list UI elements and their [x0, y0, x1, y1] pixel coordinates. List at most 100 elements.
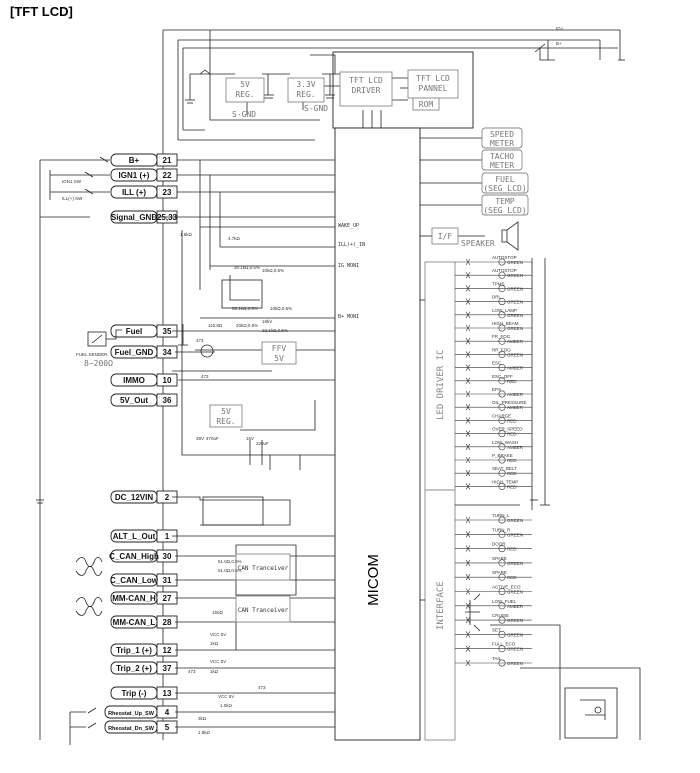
c-473-d: 473 [258, 685, 266, 690]
r-1k6: 1.6kΩ [180, 232, 193, 237]
speaker-label: SPEAKER [461, 239, 495, 248]
led-icon [498, 645, 506, 653]
fuel-gauge-line2: (SEG_LCD) [483, 184, 526, 193]
led-icon [498, 602, 506, 610]
pin-number: 28 [163, 618, 172, 627]
tacho-meter-line1: TACHO [490, 152, 514, 161]
pin-13: Trip (-)13 [110, 686, 178, 700]
regulator-5v: 5V REG. S-GND [225, 77, 265, 119]
led-icon [498, 430, 506, 438]
r-22k1: 22.1kΩ,0.5% [262, 328, 288, 333]
pin-label: ALT_L_Out [113, 532, 156, 541]
pin-label: Trip_2 (+) [116, 664, 152, 673]
led-icon [498, 516, 506, 524]
sgnd-label-1: S-GND [232, 110, 256, 119]
temp-gauge-line2: (SEG_LCD) [483, 206, 526, 215]
pin-label: IMMO [123, 376, 145, 385]
speaker-icon [501, 221, 519, 251]
led-icon [498, 659, 506, 667]
pin-number: 10 [163, 376, 172, 385]
led-icon [498, 545, 506, 553]
led-driver-label: LED DRIVER IC [436, 350, 446, 420]
led-icon [498, 377, 506, 385]
indicator-label: ESC [492, 361, 502, 366]
indicator-label: TURN_L [492, 513, 510, 518]
led-icon [498, 258, 506, 266]
can-transceiver-1: CAN Tranceiver [238, 565, 289, 572]
speed-meter-line1: SPEED [490, 130, 514, 139]
reg5v-b-line2: REG. [216, 417, 235, 426]
led-color: RED [507, 418, 517, 423]
regulator-3v3: 3.3V REG. S-GND [287, 77, 328, 113]
indicator-label: DRL [492, 295, 501, 300]
pin-label: Fuel_GND [115, 348, 154, 357]
reg-5v-line2: REG. [235, 90, 254, 99]
r-30k1: 30.1kΩ,0.5% [234, 265, 260, 270]
pin-label: Signal_GND [111, 213, 157, 222]
pin-10: IMMO 10 [110, 373, 178, 387]
if-label: I/F [438, 232, 453, 241]
vcc-5v-a: VCC 5V [210, 632, 226, 637]
led-color: GREEN [507, 326, 523, 331]
interface-label: INTERFACE [436, 581, 446, 630]
tft-panel-line2: PANNEL [419, 84, 448, 93]
indicator-label: RR_FOG [492, 347, 511, 352]
pin-number: 13 [163, 689, 172, 698]
pin-label: Trip_1 (+) [116, 646, 152, 655]
led-color: AMBER [507, 366, 524, 371]
led-color: GREEN [507, 260, 523, 265]
rail-labels: IG+ B+ [556, 26, 564, 46]
fuel-gauge-line1: FUEL [495, 175, 514, 184]
pin-number: 37 [163, 664, 172, 673]
led-icon [498, 559, 506, 567]
r-51-a: 51.0Ω,0.5% [218, 559, 242, 564]
led-icon [498, 364, 506, 372]
led-icon [498, 390, 506, 398]
led-color: GREEN [507, 300, 523, 305]
pin-number: 1 [165, 532, 170, 541]
led-color: GREEN [507, 561, 523, 566]
indicator-label: AUTOSTOP [492, 268, 517, 273]
ffv-line1: FFV [272, 344, 287, 353]
indicator-label: ESC_OFF [492, 374, 513, 379]
pin-label: IGN1 (+) [119, 171, 150, 180]
pin-label: Rheostat_Dn_SW [108, 726, 155, 732]
fuel-sender-label: FUEL SENDER [76, 352, 108, 357]
pin-number: 27 [163, 594, 172, 603]
led-color: AMBER [507, 339, 524, 344]
indicator-label: HIGH_TEMP [492, 479, 518, 484]
pin-number: 4 [165, 708, 170, 717]
tacho-meter-line2: METER [490, 161, 514, 170]
r-1k8: 1.8kΩ [198, 730, 211, 735]
led-icon [498, 616, 506, 624]
pin-number-box [156, 393, 178, 407]
r-1k-a: 1kΩ [210, 641, 219, 646]
rail-ig-label: IG+ [556, 26, 564, 31]
r-18kv: 18kV [262, 319, 272, 324]
indicator-label: DOOR [492, 542, 506, 547]
pin-37: Trip_2 (+) 37 [110, 661, 178, 675]
led-color: AMBER [507, 445, 524, 450]
component-boxes: FFV 5V 5V REG. CAN Tranceiver CAN Trance… [200, 279, 297, 623]
led-color: RED [507, 379, 517, 384]
indicator-label: ACTIVE_ECO [492, 585, 521, 590]
led-icon [498, 587, 506, 595]
value-labels: 4.7kΩ 30.1kΩ,0.5% 10kΩ,0.5% 56.1kΩ,0.5% … [180, 232, 292, 735]
pin-number-box [156, 373, 178, 387]
pin-number: 30 [163, 552, 172, 561]
tft-group: TFT LCD DRIVER TFT LCD PANNEL ROM [332, 51, 474, 129]
